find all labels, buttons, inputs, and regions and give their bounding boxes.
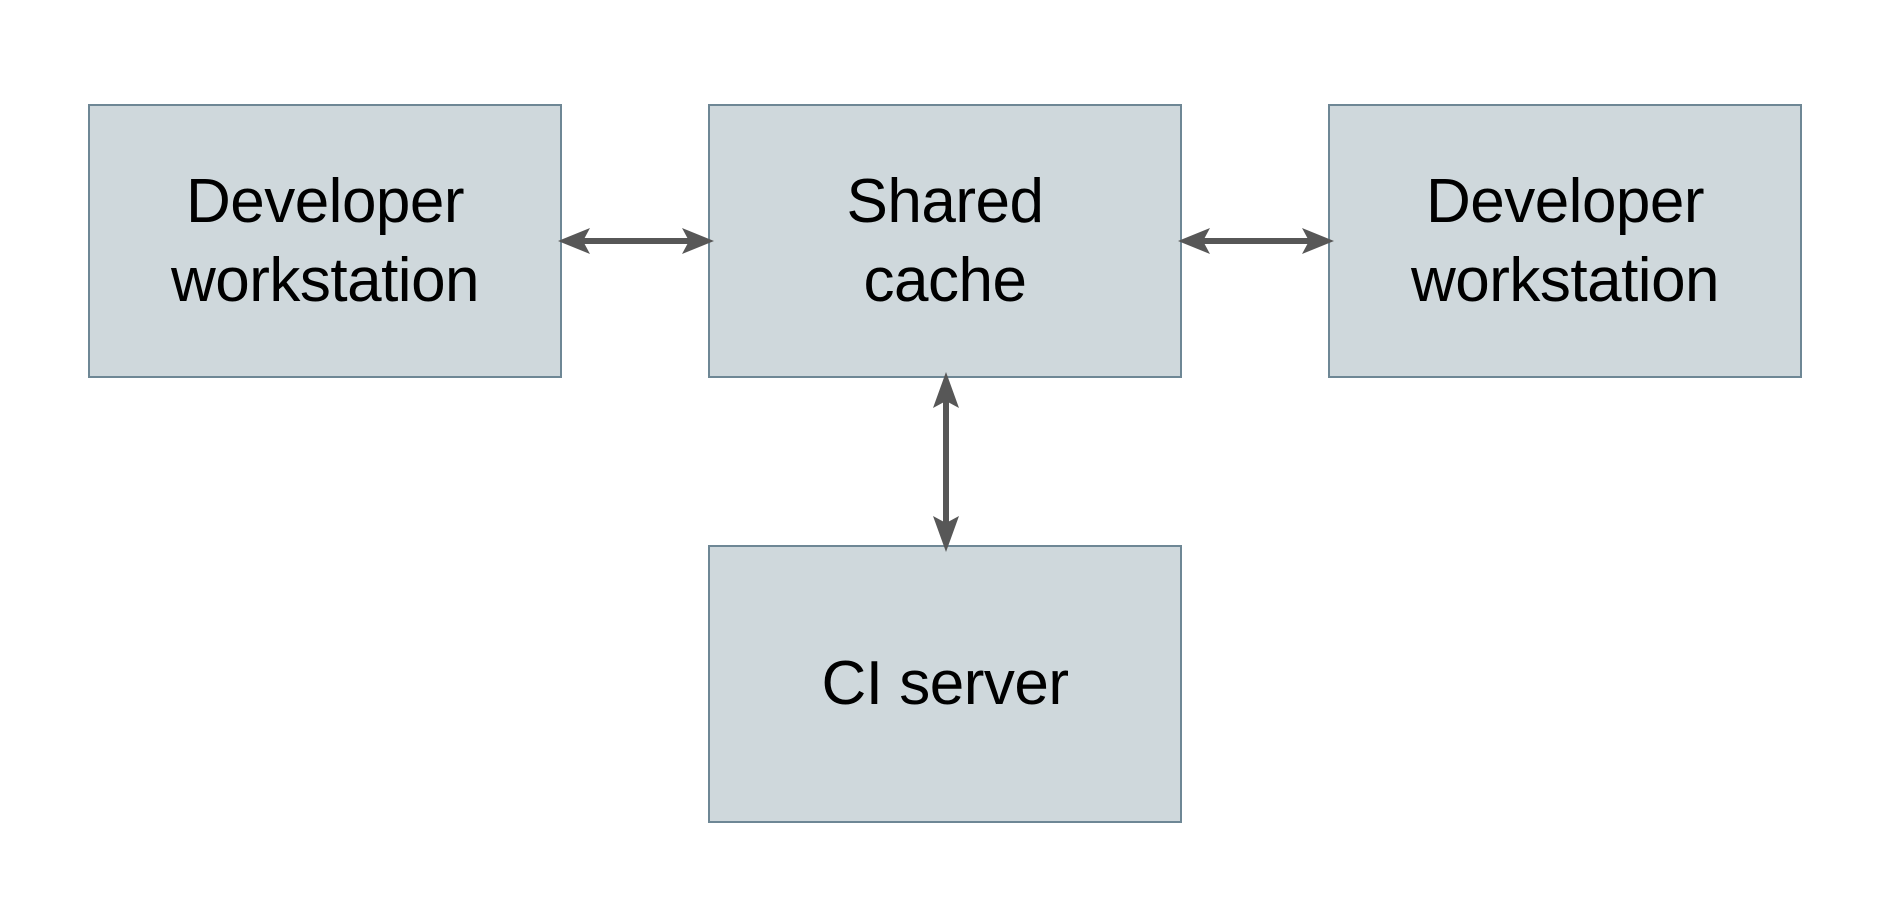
edge-shared-cache-to-ci-server [933, 372, 959, 552]
edge-shared-cache-to-developer-right [1178, 228, 1334, 254]
double-arrow-icon [558, 228, 714, 254]
edge-developer-left-to-shared-cache [558, 228, 714, 254]
double-arrow-icon [933, 372, 959, 552]
node-label: Developer workstation [1410, 166, 1720, 315]
node-ci-server[interactable]: CI server [708, 545, 1182, 823]
node-label: Shared cache [846, 166, 1044, 315]
node-developer-workstation-right[interactable]: Developer workstation [1328, 104, 1802, 378]
node-label: Developer workstation [170, 166, 480, 315]
node-label: CI server [821, 649, 1069, 719]
node-developer-workstation-left[interactable]: Developer workstation [88, 104, 562, 378]
node-shared-cache[interactable]: Shared cache [708, 104, 1182, 378]
double-arrow-icon [1178, 228, 1334, 254]
